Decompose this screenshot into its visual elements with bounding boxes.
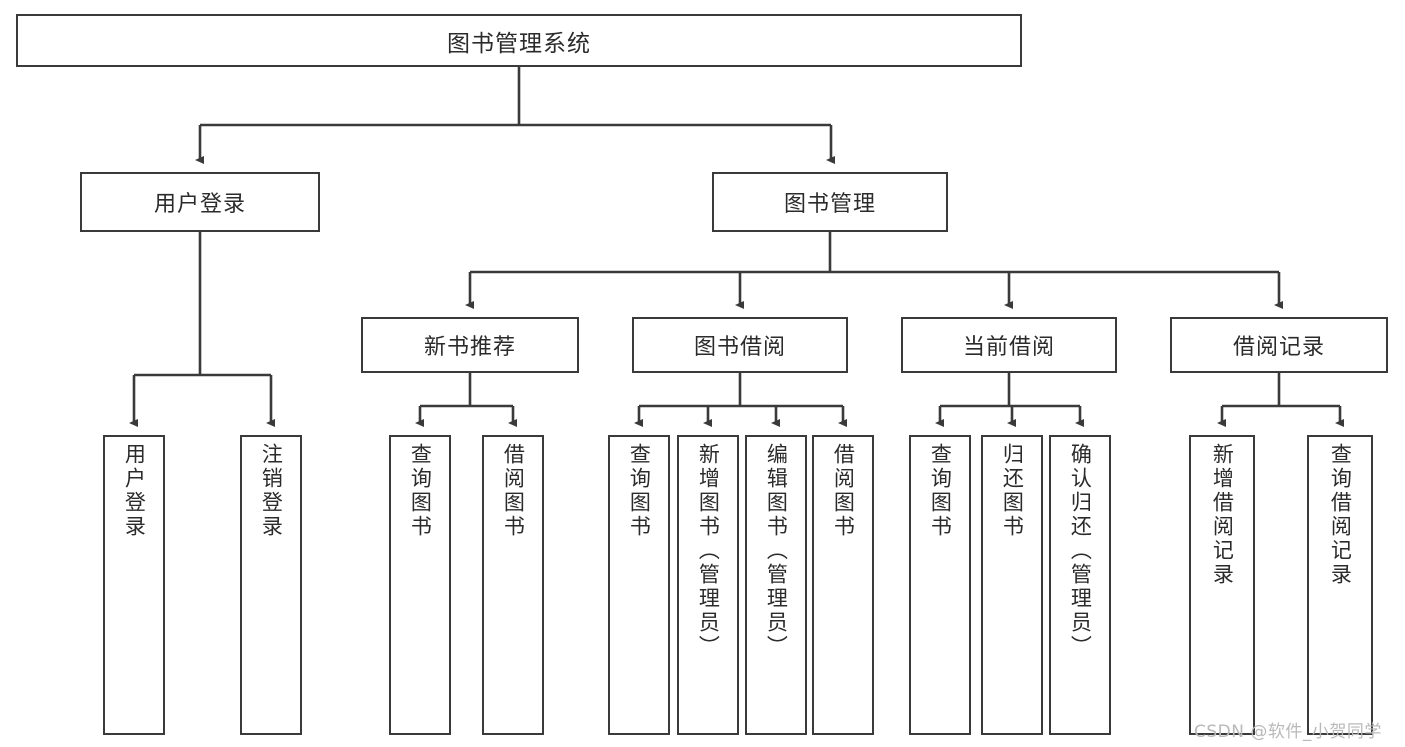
node-leaf-user-logout-label: 注销登录 [259, 443, 284, 539]
node-leaf-add-record[interactable]: 新增借阅记录 [1189, 435, 1255, 735]
node-leaf-return-book-label: 归还图书 [1000, 443, 1025, 539]
node-leaf-query-record-label: 查询借阅记录 [1328, 443, 1353, 587]
node-leaf-add-record-label: 新增借阅记录 [1210, 443, 1235, 587]
node-book-borrow-label: 图书借阅 [693, 335, 786, 360]
node-leaf-query-book-2-label: 查询图书 [627, 443, 652, 539]
node-leaf-query-book-1[interactable]: 查询图书 [389, 435, 451, 735]
node-current-borrow[interactable]: 当前借阅 [901, 317, 1117, 373]
node-leaf-borrow-book-2-label: 借阅图书 [831, 443, 856, 539]
node-leaf-query-record[interactable]: 查询借阅记录 [1307, 435, 1373, 735]
node-user-login[interactable]: 用户登录 [80, 172, 320, 232]
node-leaf-return-book[interactable]: 归还图书 [981, 435, 1043, 735]
node-current-borrow-label: 当前借阅 [962, 335, 1055, 360]
node-borrow-record[interactable]: 借阅记录 [1170, 317, 1388, 373]
node-user-login-label: 用户登录 [153, 192, 246, 217]
node-leaf-borrow-book-1-label: 借阅图书 [501, 443, 526, 539]
node-leaf-edit-book[interactable]: 编辑图书（管理员） [745, 435, 807, 735]
node-book-borrow[interactable]: 图书借阅 [632, 317, 848, 373]
node-leaf-confirm-return[interactable]: 确认归还（管理员） [1049, 435, 1111, 735]
node-root[interactable]: 图书管理系统 [16, 14, 1022, 67]
node-leaf-query-book-3-label: 查询图书 [928, 443, 953, 539]
node-leaf-user-login[interactable]: 用户登录 [103, 435, 165, 735]
node-leaf-add-book[interactable]: 新增图书（管理员） [677, 435, 739, 735]
node-leaf-borrow-book-2[interactable]: 借阅图书 [812, 435, 874, 735]
node-new-book-rec-label: 新书推荐 [423, 335, 516, 360]
node-book-manage-label: 图书管理 [783, 192, 876, 217]
node-leaf-borrow-book-1[interactable]: 借阅图书 [482, 435, 544, 735]
watermark: CSDN @软件_小贺同学 [1194, 722, 1382, 742]
node-leaf-add-book-label: 新增图书（管理员） [696, 443, 721, 659]
node-leaf-confirm-return-label: 确认归还（管理员） [1068, 443, 1093, 659]
node-leaf-query-book-3[interactable]: 查询图书 [909, 435, 971, 735]
node-leaf-user-login-label: 用户登录 [122, 443, 147, 539]
node-book-manage[interactable]: 图书管理 [712, 172, 948, 232]
node-leaf-query-book-1-label: 查询图书 [408, 443, 433, 539]
node-leaf-query-book-2[interactable]: 查询图书 [608, 435, 670, 735]
node-leaf-user-logout[interactable]: 注销登录 [240, 435, 302, 735]
node-new-book-rec[interactable]: 新书推荐 [361, 317, 579, 373]
node-root-label: 图书管理系统 [447, 30, 591, 57]
node-borrow-record-label: 借阅记录 [1232, 335, 1325, 360]
node-leaf-edit-book-label: 编辑图书（管理员） [764, 443, 789, 659]
